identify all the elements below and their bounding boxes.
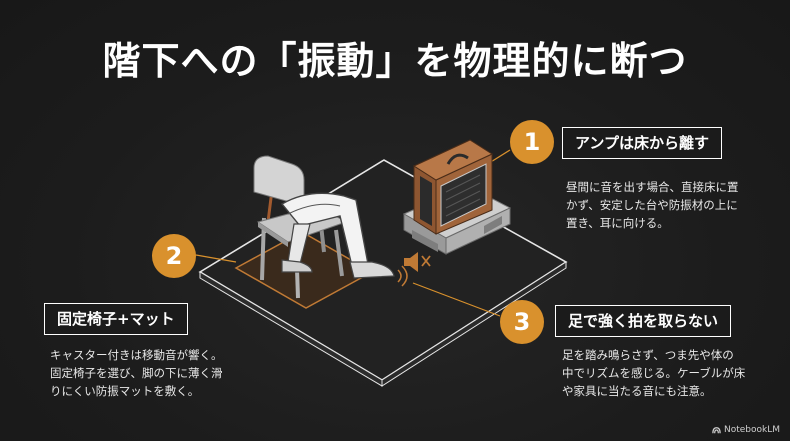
point-3-line: 中でリズムを感じる。ケーブルが床 xyxy=(562,366,746,380)
amplifier-icon xyxy=(412,139,494,235)
muted-speaker-icon xyxy=(404,252,431,272)
point-1-line: 置き、耳に向ける。 xyxy=(566,216,669,230)
page-title: 階下への「振動」を物理的に断つ xyxy=(102,39,688,83)
point-2-line: キャスター付きは移動音が響く。 xyxy=(50,348,223,362)
point-1-line: 昼間に音を出す場合、直接床に置 xyxy=(566,180,739,194)
leader-line-2 xyxy=(195,254,237,263)
point-3-line: 足を踏み鳴らさず、つま先や体の xyxy=(562,348,734,362)
point-1-description: 昼間に音を出す場合、直接床に置 かず、安定した台や防振材の上に 置き、耳に向ける… xyxy=(566,178,739,232)
point-2-line: りにくい防振マットを敷く。 xyxy=(50,384,200,398)
point-3-heading: 足で強く拍を取らない xyxy=(555,305,732,337)
brand-watermark: NotebookLM xyxy=(712,425,780,435)
leader-line-3 xyxy=(412,282,501,317)
point-2-description: キャスター付きは移動音が響く。 固定椅子を選び、脚の下に薄く滑 りにくい防振マッ… xyxy=(50,346,223,400)
point-2-line: 固定椅子を選び、脚の下に薄く滑 xyxy=(50,366,223,380)
brand-label: NotebookLM xyxy=(723,425,780,435)
point-1-line: かず、安定した台や防振材の上に xyxy=(566,198,738,212)
point-3-line: や家具に当たる音にも注意。 xyxy=(562,384,712,398)
person-legs-icon xyxy=(280,192,395,279)
point-1-heading: アンプは床から離す xyxy=(562,127,722,159)
point-2-number-badge: 2 xyxy=(152,234,196,278)
point-3-description: 足を踏み鳴らさず、つま先や体の 中でリズムを感じる。ケーブルが床 や家具に当たる… xyxy=(562,346,745,400)
point-3-number-badge: 3 xyxy=(500,300,544,344)
notebooklm-logo-icon xyxy=(712,426,721,433)
point-1-number-badge: 1 xyxy=(510,120,554,164)
point-2-heading: 固定椅子+マット xyxy=(44,303,188,335)
sound-wave-icon xyxy=(397,265,408,287)
